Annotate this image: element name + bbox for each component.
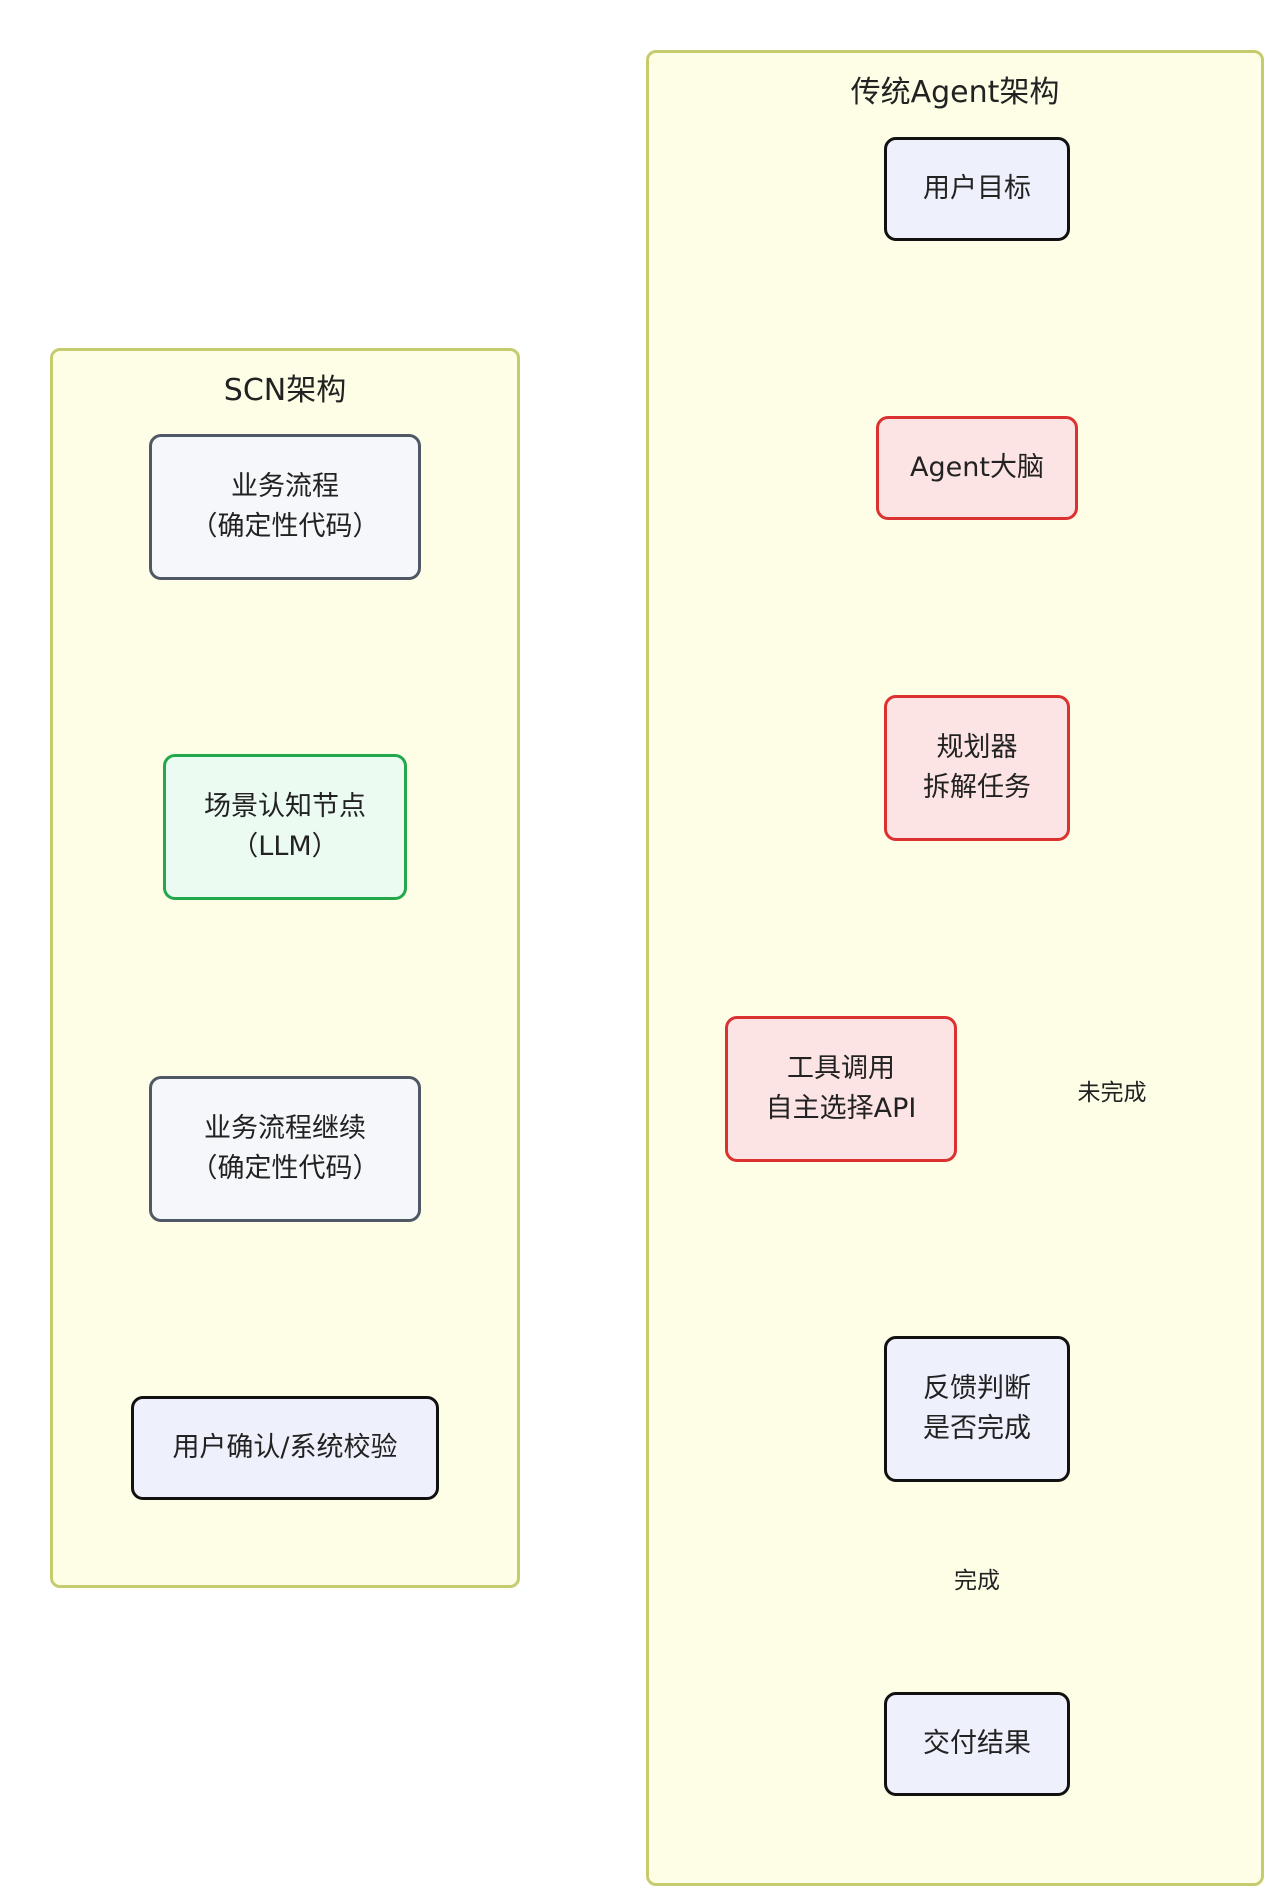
node-scene-cognition[interactable]: 场景认知节点 （LLM） bbox=[163, 754, 407, 900]
traditional-cluster: 传统Agent架构 bbox=[646, 50, 1264, 1886]
node-feedback-line1: 反馈判断 bbox=[923, 1373, 1031, 1404]
node-user-confirm-line1: 用户确认/系统校验 bbox=[172, 1432, 398, 1463]
node-feedback-line2: 是否完成 bbox=[923, 1413, 1031, 1444]
node-user-confirm[interactable]: 用户确认/系统校验 bbox=[131, 1396, 439, 1500]
node-user-goal[interactable]: 用户目标 bbox=[884, 137, 1070, 241]
node-deliver[interactable]: 交付结果 bbox=[884, 1692, 1070, 1796]
node-business-continue-line2: （确定性代码） bbox=[190, 1153, 380, 1184]
node-user-goal-line1: 用户目标 bbox=[923, 173, 1031, 204]
edge-label-done: 完成 bbox=[950, 1559, 1004, 1597]
node-business-flow-line1: 业务流程 bbox=[231, 471, 339, 502]
edge-label-not-done: 未完成 bbox=[1073, 1071, 1151, 1109]
node-tool-call-line1: 工具调用 bbox=[787, 1053, 895, 1084]
node-business-flow[interactable]: 业务流程 （确定性代码） bbox=[149, 434, 421, 580]
traditional-cluster-title: 传统Agent架构 bbox=[850, 75, 1060, 110]
node-scene-cognition-line2: （LLM） bbox=[231, 831, 339, 862]
node-planner[interactable]: 规划器 拆解任务 bbox=[884, 695, 1070, 841]
node-deliver-line1: 交付结果 bbox=[923, 1728, 1031, 1759]
node-planner-line1: 规划器 bbox=[936, 732, 1018, 763]
scn-cluster-title: SCN架构 bbox=[223, 373, 347, 408]
node-tool-call-line2: 自主选择API bbox=[765, 1093, 917, 1124]
node-tool-call[interactable]: 工具调用 自主选择API bbox=[725, 1016, 957, 1162]
node-feedback[interactable]: 反馈判断 是否完成 bbox=[884, 1336, 1070, 1482]
node-agent-brain[interactable]: Agent大脑 bbox=[876, 416, 1078, 520]
node-business-continue[interactable]: 业务流程继续 （确定性代码） bbox=[149, 1076, 421, 1222]
node-business-flow-line2: （确定性代码） bbox=[190, 511, 380, 542]
node-planner-line2: 拆解任务 bbox=[923, 772, 1031, 803]
node-business-continue-line1: 业务流程继续 bbox=[204, 1113, 366, 1144]
node-agent-brain-line1: Agent大脑 bbox=[910, 452, 1044, 483]
node-scene-cognition-line1: 场景认知节点 bbox=[204, 791, 366, 822]
